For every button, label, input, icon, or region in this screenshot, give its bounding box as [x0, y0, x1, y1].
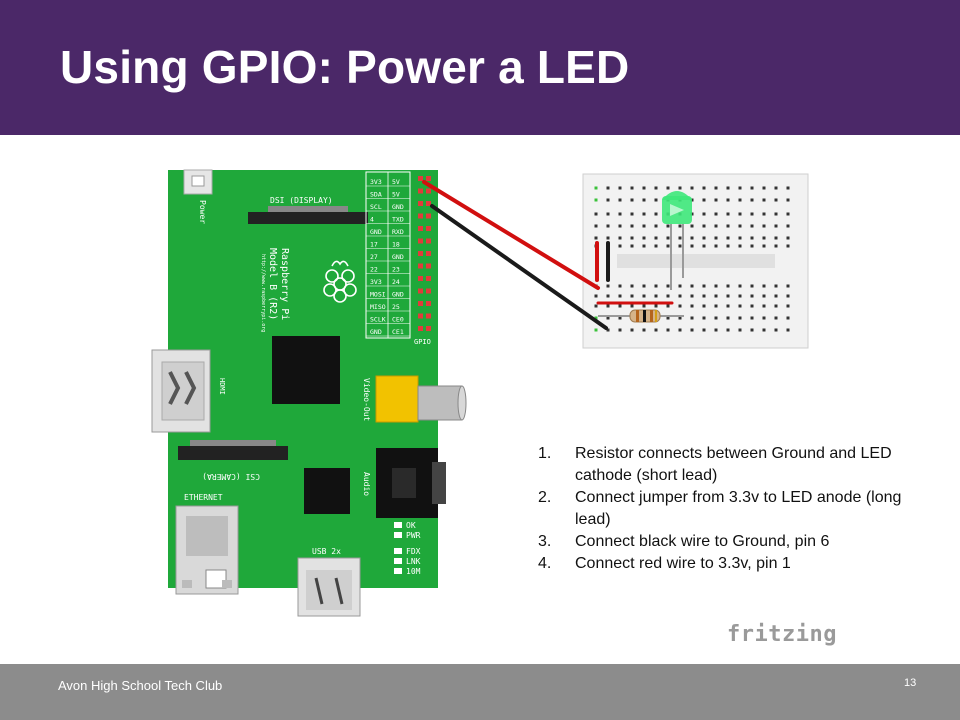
footer-text: Avon High School Tech Club [58, 678, 223, 693]
gpio-pin [418, 251, 423, 256]
status-led-label: OK [406, 521, 416, 530]
gpio-pin [426, 201, 431, 206]
gpio-pin-label: 23 [392, 266, 400, 274]
gpio-pin [426, 276, 431, 281]
gpio-label: GPIO [414, 338, 431, 346]
gpio-pin [418, 276, 423, 281]
gpio-pin-label: SDA [370, 191, 382, 199]
footer-bar: Avon High School Tech Club 13 [0, 664, 960, 720]
gpio-pin-label: CE0 [392, 316, 404, 324]
gpio-pin-label: MOSI [370, 291, 386, 299]
gpio-pin [418, 226, 423, 231]
gpio-pin [418, 176, 423, 181]
status-led-label: FDX [406, 547, 421, 556]
gpio-pin-label: GND [392, 203, 404, 211]
gpio-pin-label: 3V3 [370, 278, 382, 286]
gpio-header [418, 176, 431, 331]
gpio-pin-label: 22 [370, 266, 378, 274]
gpio-pin-label: 24 [392, 278, 400, 286]
gpio-pin-label: 5V [392, 178, 400, 186]
title-bar: Using GPIO: Power a LED [0, 0, 960, 135]
model-name: Raspberry Pi [279, 248, 290, 320]
status-led-icon [394, 532, 402, 538]
gpio-pin-label: 18 [392, 241, 400, 249]
gpio-pin [426, 226, 431, 231]
page-number: 13 [904, 677, 917, 689]
gpio-pin [426, 251, 431, 256]
gpio-pin [418, 263, 423, 269]
dsi-label: DSI (DISPLAY) [270, 196, 333, 205]
gpio-pin-label: SCLK [370, 316, 386, 324]
gpio-pin [426, 188, 431, 194]
gpio-pin-label: RXD [392, 228, 404, 236]
gpio-pin-label: 25 [392, 303, 400, 311]
instruction-item: 4.Connect red wire to 3.3v, pin 1 [538, 555, 791, 572]
usb-label: USB 2x [312, 547, 341, 556]
gpio-pin-label: TXD [392, 216, 404, 224]
csi-label: CSI (CAMERA) [202, 472, 260, 481]
status-led-label: LNK [406, 557, 421, 566]
gpio-pin [426, 301, 431, 306]
gpio-pin-label: 27 [370, 253, 378, 261]
led [662, 191, 692, 290]
gpio-pin [418, 188, 423, 194]
instruction-item: 3.Connect black wire to Ground, pin 6 [538, 533, 830, 550]
resistor [598, 309, 684, 323]
gpio-pin-label: GND [370, 228, 382, 236]
gpio-pin-label: GND [392, 253, 404, 261]
gpio-pin [418, 213, 423, 219]
breadboard [582, 173, 809, 349]
model-rev: Model B (R2) [267, 248, 278, 320]
status-led-label: PWR [406, 531, 421, 540]
gpio-pin-label: 17 [370, 241, 378, 249]
power-label: Power [198, 200, 207, 224]
gpio-pin [418, 326, 423, 331]
hdmi-label: HDMI [218, 378, 226, 395]
circuit-diagram: Power DSI (DISPLAY) Raspberry Pi Model B… [151, 169, 809, 617]
status-led-icon [394, 548, 402, 554]
audio-label: Audio [362, 472, 371, 496]
board-url: http://www.raspberrypi.org [260, 254, 266, 332]
gpio-pin [426, 288, 431, 294]
status-led-label: 10M [406, 567, 421, 576]
gpio-pin [426, 326, 431, 331]
gpio-pin [418, 288, 423, 294]
gpio-pin [426, 313, 431, 319]
gpio-pin [418, 301, 423, 306]
gpio-pin-label: SCL [370, 203, 382, 211]
gpio-pin [418, 201, 423, 206]
raspberry-pi-board: Power DSI (DISPLAY) Raspberry Pi Model B… [151, 169, 467, 617]
gpio-pin-label: MISO [370, 303, 386, 311]
status-led-icon [394, 568, 402, 574]
gpio-pin [426, 238, 431, 244]
gpio-pin-label: GND [370, 328, 382, 336]
video-out-label: Video-Out [362, 378, 371, 422]
gpio-pin [426, 176, 431, 181]
gpio-pin-label: 5V [392, 191, 400, 199]
gpio-pin [426, 213, 431, 219]
gpio-pin-label: 3V3 [370, 178, 382, 186]
gpio-pin-label: 4 [370, 216, 374, 224]
instruction-item: 2.Connect jumper from 3.3v to LED anode … [538, 489, 902, 528]
status-led-icon [394, 558, 402, 564]
gpio-pin [418, 313, 423, 319]
slide-title: Using GPIO: Power a LED [60, 41, 630, 93]
status-led-icon [394, 522, 402, 528]
ethernet-label: ETHERNET [184, 493, 223, 502]
gpio-pin-label: CE1 [392, 328, 404, 336]
black-wire [430, 204, 608, 330]
instruction-list: 1.Resistor connects between Ground and L… [538, 443, 918, 575]
instruction-item: 1.Resistor connects between Ground and L… [538, 445, 892, 484]
gpio-pin-label: GND [392, 291, 404, 299]
raspberry-logo [323, 260, 357, 303]
red-wire [422, 180, 600, 290]
gpio-pin [426, 263, 431, 269]
fritzing-logo: fritzing [727, 622, 837, 647]
gpio-pin [418, 238, 423, 244]
